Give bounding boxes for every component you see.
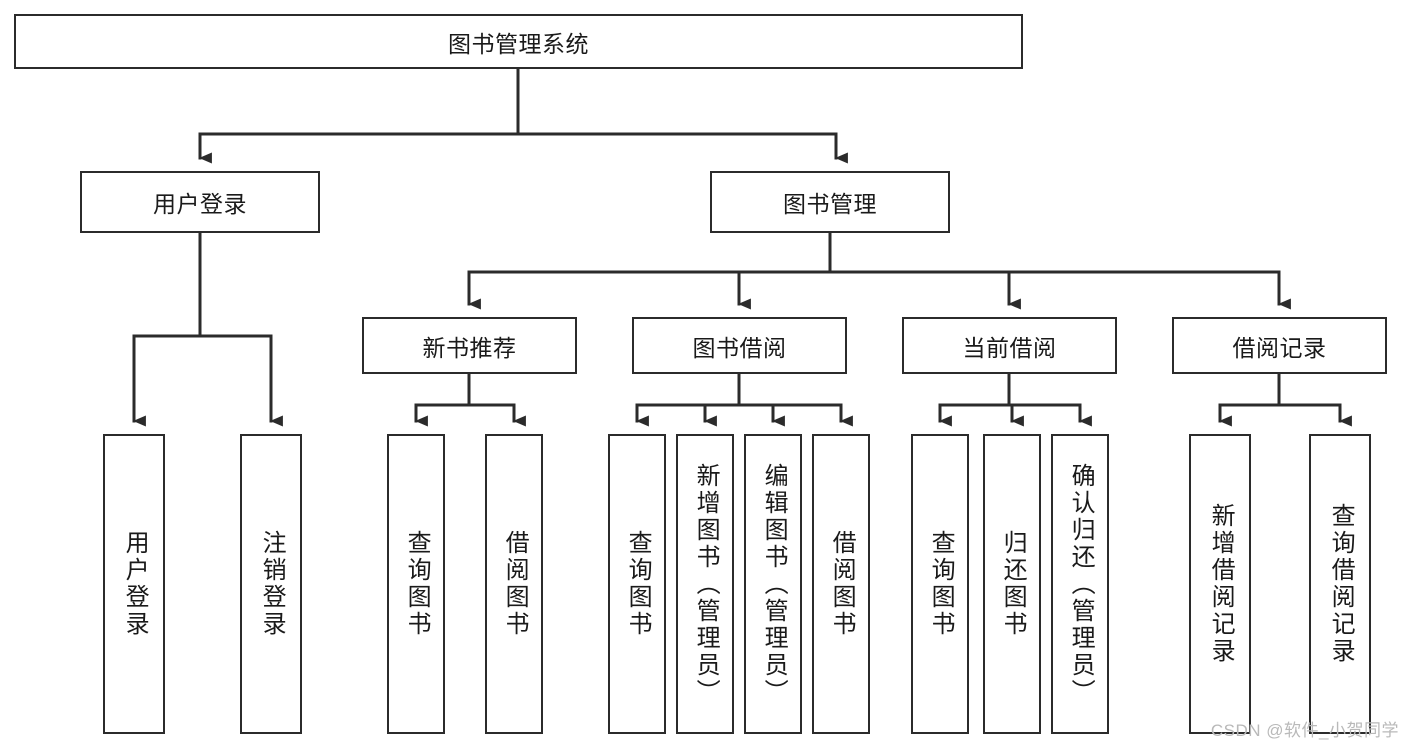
edge-group-book-borrow xyxy=(635,372,853,427)
node-current-borrow-label: 当前借阅 xyxy=(962,334,1057,361)
node-new-book-rec-label: 新书推荐 xyxy=(422,334,517,361)
watermark-text: CSDN @软件_小贺同学 xyxy=(1210,721,1399,740)
node-leaf-query-book-3[interactable]: 查询图书 xyxy=(911,434,969,734)
node-book-manage-label: 图书管理 xyxy=(783,191,877,217)
node-user-login-label: 用户登录 xyxy=(153,191,247,217)
node-leaf-borrow-book-2[interactable]: 借阅图书 xyxy=(812,434,870,734)
edge-group-borrow-record xyxy=(1218,372,1352,427)
node-leaf-confirm-return-label: 确认归还（管理员） xyxy=(1067,462,1095,706)
node-leaf-add-book[interactable]: 新增图书（管理员） xyxy=(676,434,734,734)
node-leaf-edit-book-label: 编辑图书（管理员） xyxy=(760,462,788,706)
node-leaf-query-record[interactable]: 查询借阅记录 xyxy=(1309,434,1371,734)
node-book-manage[interactable]: 图书管理 xyxy=(710,171,950,233)
node-leaf-logout-label: 注销登录 xyxy=(258,530,286,638)
node-leaf-user-login[interactable]: 用户登录 xyxy=(103,434,165,734)
node-leaf-query-book-2[interactable]: 查询图书 xyxy=(608,434,666,734)
edge-group-book-manage xyxy=(467,231,1291,310)
node-leaf-query-book-2-label: 查询图书 xyxy=(624,530,652,638)
node-borrow-record[interactable]: 借阅记录 xyxy=(1172,317,1387,374)
node-leaf-logout[interactable]: 注销登录 xyxy=(240,434,302,734)
node-leaf-edit-book[interactable]: 编辑图书（管理员） xyxy=(744,434,802,734)
edge-group-current-borrow xyxy=(938,372,1092,427)
edge-group-root xyxy=(198,67,848,164)
node-borrow-record-label: 借阅记录 xyxy=(1232,334,1327,361)
node-current-borrow[interactable]: 当前借阅 xyxy=(902,317,1117,374)
node-user-login[interactable]: 用户登录 xyxy=(80,171,320,233)
node-leaf-add-book-label: 新增图书（管理员） xyxy=(692,462,720,706)
node-leaf-confirm-return[interactable]: 确认归还（管理员） xyxy=(1051,434,1109,734)
node-leaf-borrow-book-1-label: 借阅图书 xyxy=(501,530,529,638)
node-book-borrow-label: 图书借阅 xyxy=(692,334,787,361)
node-leaf-query-book-3-label: 查询图书 xyxy=(927,530,955,638)
edge-group-new-book-rec xyxy=(414,372,526,427)
node-root-label: 图书管理系统 xyxy=(448,30,589,57)
node-leaf-borrow-book-1[interactable]: 借阅图书 xyxy=(485,434,543,734)
node-leaf-return-book[interactable]: 归还图书 xyxy=(983,434,1041,734)
node-leaf-query-record-label: 查询借阅记录 xyxy=(1327,503,1355,665)
node-leaf-user-login-label: 用户登录 xyxy=(121,530,149,638)
node-leaf-return-book-label: 归还图书 xyxy=(999,530,1027,638)
node-leaf-borrow-book-2-label: 借阅图书 xyxy=(828,530,856,638)
edge-group-user-login xyxy=(132,231,283,427)
node-new-book-rec[interactable]: 新书推荐 xyxy=(362,317,577,374)
node-leaf-query-book-1-label: 查询图书 xyxy=(403,530,431,638)
node-leaf-add-record-label: 新增借阅记录 xyxy=(1207,503,1235,665)
node-book-borrow[interactable]: 图书借阅 xyxy=(632,317,847,374)
node-leaf-query-book-1[interactable]: 查询图书 xyxy=(387,434,445,734)
node-root[interactable]: 图书管理系统 xyxy=(14,14,1023,69)
node-leaf-add-record[interactable]: 新增借阅记录 xyxy=(1189,434,1251,734)
